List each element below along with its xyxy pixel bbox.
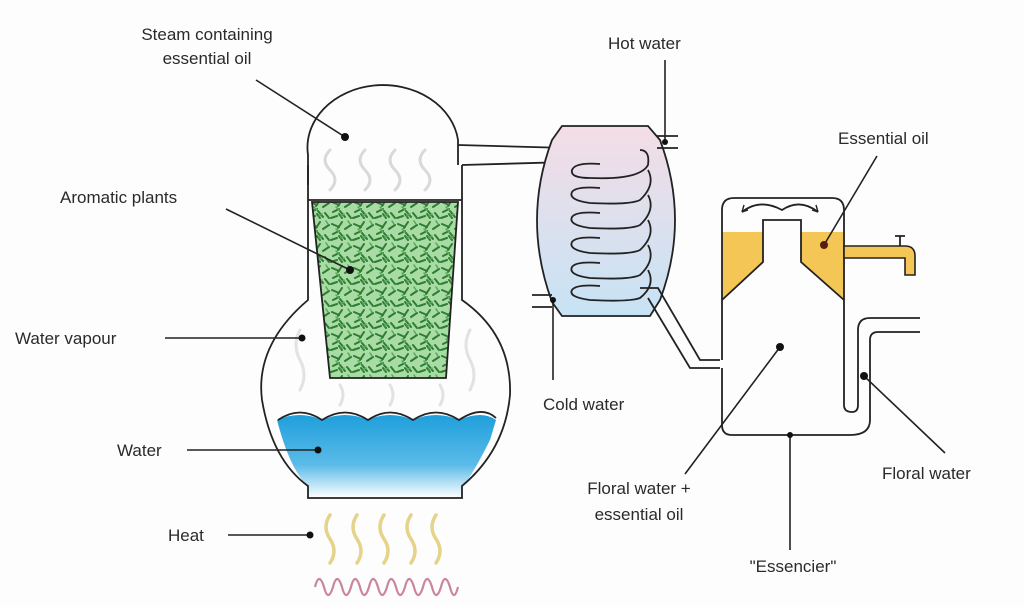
label-floral-water-oil-line1: Floral water + bbox=[587, 479, 691, 498]
label-hot-water: Hot water bbox=[608, 34, 681, 53]
label-water: Water bbox=[117, 441, 162, 460]
still-vessel bbox=[260, 84, 511, 499]
label-heat: Heat bbox=[168, 526, 204, 545]
label-steam-line1: Steam containing bbox=[141, 25, 272, 44]
label-cold-water: Cold water bbox=[543, 395, 625, 414]
label-water-vapour: Water vapour bbox=[15, 329, 117, 348]
leader-lines bbox=[165, 60, 946, 550]
label-steam-line2: essential oil bbox=[163, 49, 252, 68]
condenser-coil bbox=[570, 149, 652, 302]
label-floral-water-oil-line2: essential oil bbox=[595, 505, 684, 524]
condenser bbox=[532, 125, 678, 317]
label-aromatic-plants: Aromatic plants bbox=[60, 188, 177, 207]
essencier bbox=[721, 197, 920, 436]
steam-wisps bbox=[323, 148, 432, 192]
outlet-pipe bbox=[640, 287, 720, 369]
water-body bbox=[277, 415, 496, 498]
aromatic-plants-basket bbox=[311, 201, 459, 379]
label-essencier: "Essencier" bbox=[750, 557, 837, 576]
essential-oil-layer bbox=[722, 232, 763, 300]
heat-source bbox=[313, 513, 460, 597]
label-essential-oil: Essential oil bbox=[838, 129, 929, 148]
label-floral-water: Floral water bbox=[882, 464, 971, 483]
